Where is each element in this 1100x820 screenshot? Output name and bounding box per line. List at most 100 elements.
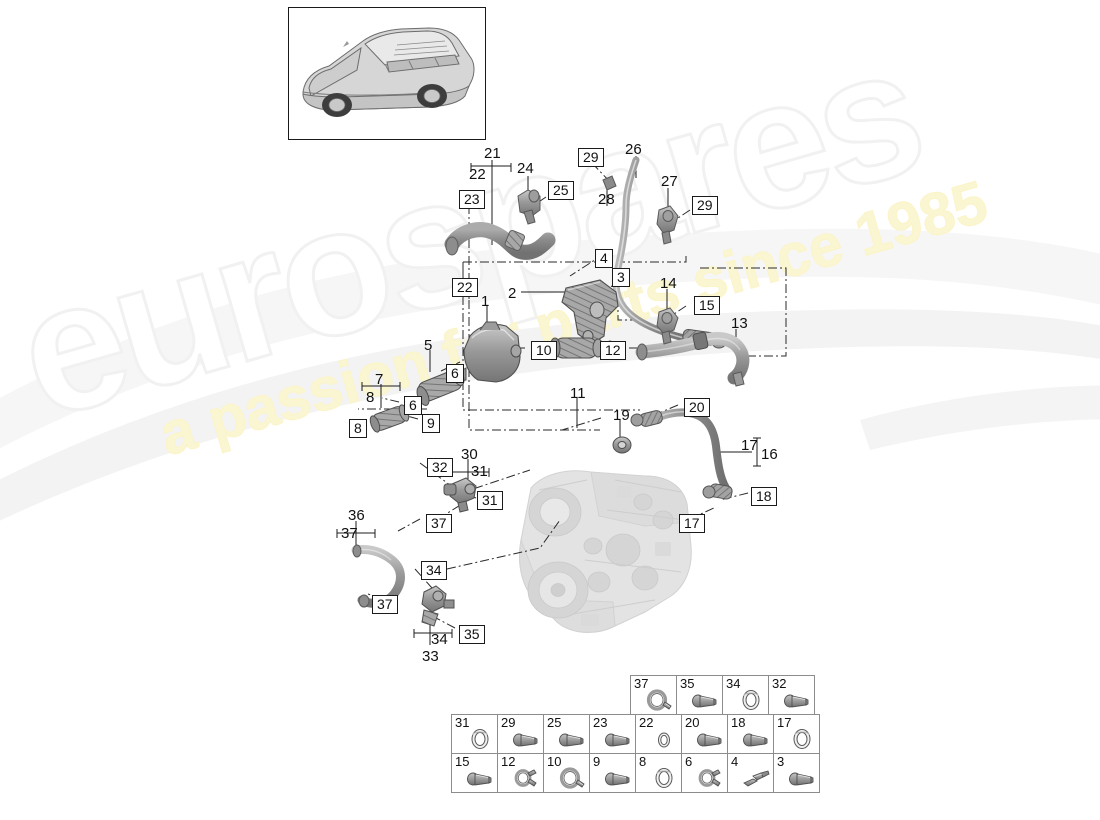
bolt-icon <box>603 765 633 791</box>
legend-cell-32[interactable]: 32 <box>768 675 815 715</box>
legend-cell-12[interactable]: 12 <box>497 753 544 793</box>
legend-number: 6 <box>685 754 693 769</box>
legend-number: 3 <box>777 754 785 769</box>
legend-number: 15 <box>455 754 470 769</box>
legend-cell-22[interactable]: 22 <box>635 714 682 754</box>
callout-10-boxed: 10 <box>531 341 557 360</box>
callout-17-boxed: 17 <box>679 514 705 533</box>
callout-6-boxed: 6 <box>446 364 464 383</box>
stud-bolt-icon <box>741 765 771 791</box>
callout-19: 19 <box>613 407 630 424</box>
legend-cell-10[interactable]: 10 <box>543 753 590 793</box>
parts-illustration <box>336 156 787 645</box>
callout-23-boxed: 23 <box>459 190 485 209</box>
engine-block-illustration <box>495 450 710 665</box>
legend-number: 4 <box>731 754 739 769</box>
legend-cell-15[interactable]: 15 <box>451 753 498 793</box>
legend-cell-6[interactable]: 6 <box>681 753 728 793</box>
part-bracket-27 <box>656 205 679 245</box>
callout-35-boxed: 35 <box>459 625 485 644</box>
callout-37: 37 <box>341 525 358 542</box>
part-bracket-14 <box>656 307 679 345</box>
legend-number: 8 <box>639 754 647 769</box>
part-fitting-30 <box>443 477 477 513</box>
part-clip-28 <box>602 175 617 191</box>
callout-22: 22 <box>469 166 486 183</box>
spring-clamp-icon <box>511 765 541 791</box>
callout-14: 14 <box>660 275 677 292</box>
legend-cell-25[interactable]: 25 <box>543 714 590 754</box>
callout-36: 36 <box>348 507 365 524</box>
legend-cell-35[interactable]: 35 <box>676 675 723 715</box>
callout-5: 5 <box>424 337 433 354</box>
part-hose-13 <box>635 331 750 387</box>
part-valve-33 <box>421 585 455 627</box>
legend-number: 25 <box>547 715 562 730</box>
callout-29-boxed: 29 <box>692 196 718 215</box>
legend-cell-18[interactable]: 18 <box>727 714 774 754</box>
callout-30: 30 <box>461 446 478 463</box>
legend-row: 15 12 10 9 8 6 4 3 <box>451 753 820 793</box>
callout-24: 24 <box>517 160 534 177</box>
part-bracket-2 <box>561 279 619 345</box>
callout-9-boxed: 9 <box>422 414 440 433</box>
part-bracket-24 <box>517 189 541 225</box>
o-ring-icon <box>787 726 817 752</box>
legend-cell-8[interactable]: 8 <box>635 753 682 793</box>
hose-clamp-icon <box>557 765 587 791</box>
part-hose-23 <box>444 222 556 260</box>
legend-cell-17[interactable]: 17 <box>773 714 820 754</box>
part-grommet-19 <box>612 436 632 454</box>
callout-21: 21 <box>484 145 501 162</box>
callout-1: 1 <box>481 293 490 310</box>
callout-31-boxed: 31 <box>477 491 503 510</box>
callout-32-boxed: 32 <box>427 458 453 477</box>
legend-number: 23 <box>593 715 608 730</box>
legend-number: 20 <box>685 715 700 730</box>
callout-16: 16 <box>761 446 778 463</box>
callout-34-boxed: 34 <box>421 561 447 580</box>
hose-clamp-icon <box>644 687 674 713</box>
o-ring-icon <box>465 726 495 752</box>
bolt-icon <box>465 765 495 791</box>
legend-cell-4[interactable]: 4 <box>727 753 774 793</box>
legend-cell-31[interactable]: 31 <box>451 714 498 754</box>
legend-cell-9[interactable]: 9 <box>589 753 636 793</box>
legend-cell-20[interactable]: 20 <box>681 714 728 754</box>
legend-cell-34[interactable]: 34 <box>722 675 769 715</box>
callout-3-boxed: 3 <box>612 268 630 287</box>
bolt-icon <box>557 726 587 752</box>
callout-17: 17 <box>741 437 758 454</box>
callout-34: 34 <box>431 631 448 648</box>
legend-number: 9 <box>593 754 601 769</box>
callout-2: 2 <box>508 285 517 302</box>
legend-cell-23[interactable]: 23 <box>589 714 636 754</box>
legend-number: 12 <box>501 754 516 769</box>
legend-cell-29[interactable]: 29 <box>497 714 544 754</box>
callout-31: 31 <box>471 463 488 480</box>
legend-number: 29 <box>501 715 516 730</box>
bolt-icon <box>690 687 720 713</box>
spring-clamp-icon <box>695 765 725 791</box>
legend-number: 34 <box>726 676 741 691</box>
legend-number: 37 <box>634 676 649 691</box>
callout-20-boxed: 20 <box>684 398 710 417</box>
legend-cell-37[interactable]: 37 <box>630 675 677 715</box>
part-sleeve-7 <box>369 404 410 433</box>
legend-number: 22 <box>639 715 654 730</box>
callout-6-boxed: 6 <box>404 396 422 415</box>
legend-cell-3[interactable]: 3 <box>773 753 820 793</box>
vehicle-thumbnail-box <box>288 7 486 140</box>
callout-29-boxed: 29 <box>578 148 604 167</box>
bolt-icon <box>695 726 725 752</box>
bolt-icon <box>782 687 812 713</box>
bolt-icon <box>603 726 633 752</box>
callout-25-boxed: 25 <box>548 181 574 200</box>
legend-number: 10 <box>547 754 562 769</box>
bolt-icon <box>741 726 771 752</box>
bolt-icon <box>511 726 541 752</box>
callout-12-boxed: 12 <box>600 341 626 360</box>
callout-13: 13 <box>731 315 748 332</box>
